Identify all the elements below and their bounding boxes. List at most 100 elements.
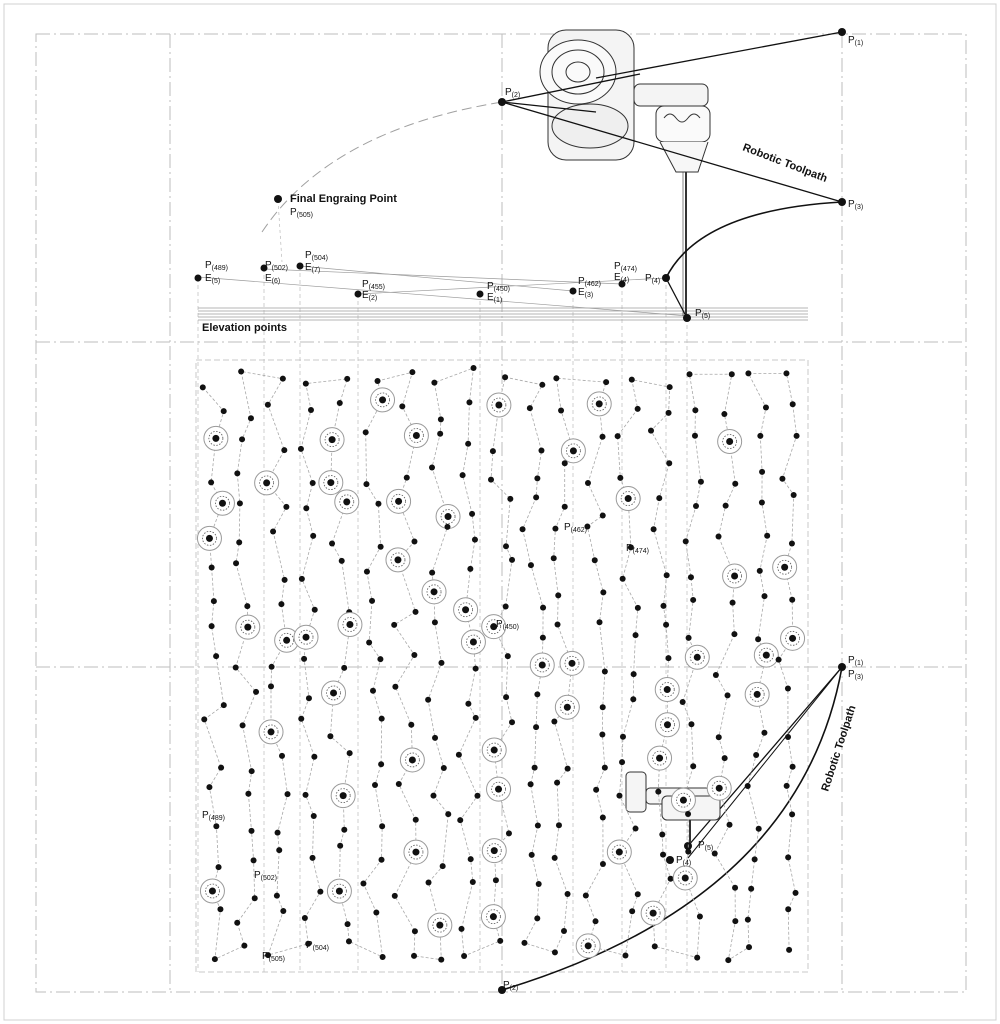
label-plan-p4: P(4) xyxy=(676,855,691,867)
engraving-dot xyxy=(663,721,671,729)
engraving-dot xyxy=(634,604,641,611)
engraving-dot xyxy=(555,592,562,599)
engraving-dot xyxy=(725,957,732,964)
engraving-dot xyxy=(599,512,606,519)
top-point-p1 xyxy=(838,28,846,36)
engraving-dot xyxy=(445,811,452,818)
engraving-dot xyxy=(679,698,686,705)
engraving-ring-inner xyxy=(711,780,727,796)
engraving-dot xyxy=(534,822,541,829)
engraving-dot xyxy=(509,556,516,563)
engraving-ring-inner xyxy=(279,632,295,648)
engraving-dot xyxy=(691,432,698,439)
top-point-p4 xyxy=(662,274,670,282)
engraving-dot xyxy=(279,375,286,382)
label-top-p5: P(5) xyxy=(695,308,710,320)
elev-point-e6 xyxy=(260,264,268,272)
engraving-dot xyxy=(665,655,672,662)
engraving-dot xyxy=(601,764,608,771)
engraving-dot xyxy=(584,523,591,530)
engraving-dot xyxy=(527,562,534,569)
engraving-dot xyxy=(281,447,288,454)
toolpath-segment xyxy=(501,73,641,103)
engraving-dot xyxy=(690,596,697,603)
engraving-dot xyxy=(732,884,739,891)
engraving-dot xyxy=(369,597,376,604)
engraving-ring-inner xyxy=(676,792,691,808)
engraving-dot xyxy=(220,408,227,415)
engraving-dot xyxy=(656,495,663,502)
engraving-dot xyxy=(238,368,245,375)
engraving-dot xyxy=(539,381,546,388)
engraving-ring-inner xyxy=(660,717,675,733)
engraving-ring-inner xyxy=(324,432,340,448)
engraving-dot xyxy=(374,377,381,384)
engraving-dot xyxy=(784,685,791,692)
engraving-dot xyxy=(467,856,474,863)
engraving-dot xyxy=(218,764,225,771)
engraving-dot xyxy=(461,952,468,959)
label-e7: E(7) xyxy=(305,262,320,274)
engraving-dot xyxy=(399,403,406,410)
engraving-dot xyxy=(335,887,343,895)
engraving-dot xyxy=(379,823,386,830)
engraving-dot xyxy=(744,782,751,789)
engraving-dot xyxy=(757,432,764,439)
engraving-dot xyxy=(693,653,701,661)
engraving-dot xyxy=(648,427,655,434)
engraving-dot xyxy=(215,864,222,871)
label-p504: P(504) xyxy=(305,250,328,262)
elevation-link xyxy=(197,276,689,317)
engraving-dot xyxy=(273,892,280,899)
engraving-dot xyxy=(328,436,336,444)
engraving-dot xyxy=(236,500,243,507)
engraving-dot xyxy=(444,513,452,521)
engraving-dot xyxy=(554,779,561,786)
engraving-dot xyxy=(444,523,451,530)
engraving-ring-inner xyxy=(426,584,442,600)
engraving-dot xyxy=(533,494,540,501)
engraving-dot xyxy=(411,928,418,935)
engraving-dot xyxy=(788,540,795,547)
engraving-dot xyxy=(439,863,446,870)
engraving-dot xyxy=(305,695,312,702)
engraving-dot xyxy=(302,791,309,798)
engraving-ring-inner xyxy=(722,434,738,449)
engraving-dot xyxy=(467,565,474,572)
engraving-dot xyxy=(267,683,274,690)
engraving-dot xyxy=(341,664,348,671)
engraving-dot xyxy=(781,563,789,571)
engraving-dot xyxy=(488,476,495,483)
engraving-ring-inner xyxy=(749,686,765,702)
engraving-dot xyxy=(363,481,370,488)
engraving-ring-inner xyxy=(727,568,742,584)
toolpath-top-label: Robotic Toolpath xyxy=(741,142,829,185)
engraving-ring-inner xyxy=(323,475,339,490)
engraving-dot xyxy=(601,668,608,675)
engraving-dot xyxy=(753,690,761,698)
engraving-dot xyxy=(722,502,729,509)
engraving-dot xyxy=(474,792,481,799)
engraving-dot xyxy=(253,688,260,695)
engraving-ring-inner xyxy=(652,750,667,766)
engraving-dot xyxy=(728,371,735,378)
label-p462: P(462) xyxy=(578,276,601,288)
plan-key-points xyxy=(498,663,846,994)
engraving-dot xyxy=(561,460,568,467)
engraving-dot xyxy=(561,503,568,510)
engraving-dot xyxy=(472,665,479,672)
engraving-dot xyxy=(554,621,561,628)
robot-arm-top xyxy=(539,29,711,316)
engraving-dot xyxy=(558,407,565,414)
engraving-dot xyxy=(379,953,386,960)
engraving-ring-inner xyxy=(440,509,456,524)
engraving-dot xyxy=(531,764,538,771)
engraving-dot xyxy=(310,532,317,539)
engraving-dot xyxy=(317,888,324,895)
label-e4: E(4) xyxy=(614,272,629,284)
label-plan-p5: P(5) xyxy=(698,840,713,852)
engraving-dot xyxy=(564,890,571,897)
engraving-dot xyxy=(431,619,438,626)
engraving-dot xyxy=(534,915,541,922)
engraving-dot xyxy=(268,663,275,670)
